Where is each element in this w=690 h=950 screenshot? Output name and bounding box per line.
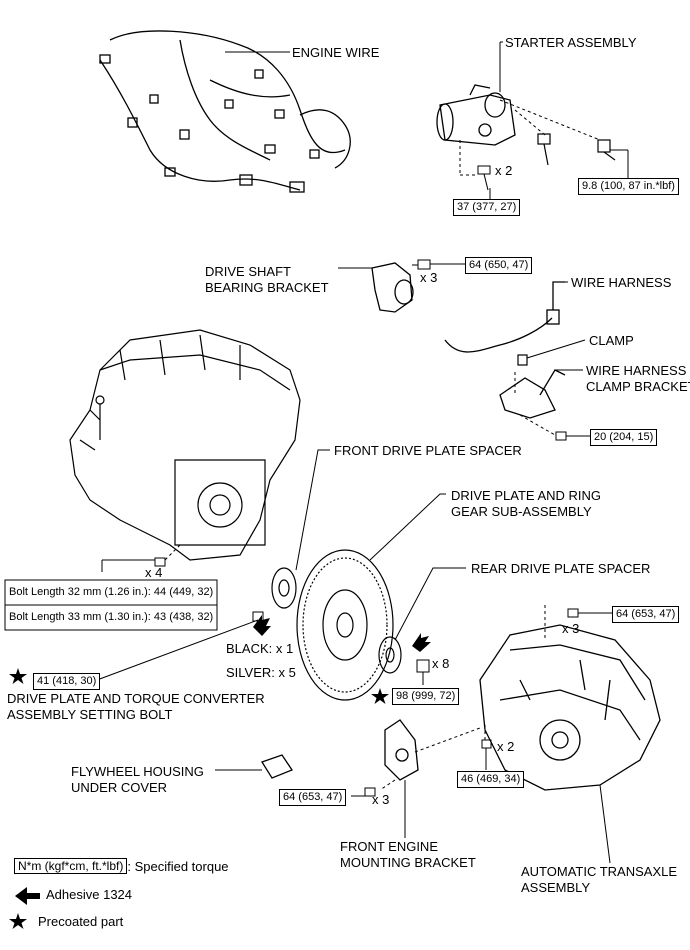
drive-plate-illustration bbox=[296, 549, 394, 701]
clamp-bracket-bolt bbox=[555, 431, 567, 441]
label-engine-wire: ENGINE WIRE bbox=[292, 45, 380, 60]
label-mount-bracket-2: MOUNTING BRACKET bbox=[340, 855, 476, 870]
starter-wire-terminal bbox=[537, 133, 616, 166]
starter-illustration bbox=[436, 84, 516, 146]
label-wh-bracket-1: WIRE HARNESS bbox=[586, 363, 687, 378]
qty-mount-bolts: x 3 bbox=[372, 792, 390, 807]
label-black-bolt: BLACK: x 1 bbox=[226, 641, 294, 656]
torque-starter-bolt: 37 (377, 27) bbox=[453, 199, 521, 216]
label-rear-spacer: REAR DRIVE PLATE SPACER bbox=[471, 561, 651, 576]
engine-wire-illustration bbox=[99, 30, 351, 193]
engine-bolt bbox=[154, 557, 166, 567]
bearing-bracket-bolt bbox=[412, 259, 431, 270]
mount-bracket-bolt bbox=[364, 787, 376, 797]
label-transaxle-1: AUTOMATIC TRANSAXLE bbox=[521, 864, 678, 879]
transaxle-upper-bolt bbox=[567, 608, 579, 618]
qty-transaxle-lower: x 2 bbox=[497, 739, 515, 754]
label-setting-bolt-1: DRIVE PLATE AND TORQUE CONVERTER bbox=[7, 691, 265, 706]
bolt-length-33: Bolt Length 33 mm (1.30 in.): 43 (438, 3… bbox=[9, 611, 214, 623]
wire-harness-clamp-bracket bbox=[499, 369, 566, 419]
legend-torque: N*m (kgf*cm, ft.*lbf) : Specified torque bbox=[14, 858, 229, 874]
torque-drive-plate: 98 (999, 72) bbox=[392, 688, 460, 705]
label-drive-plate-1: DRIVE PLATE AND RING bbox=[451, 488, 602, 503]
label-drive-shaft-2: BEARING BRACKET bbox=[205, 280, 329, 295]
legend-torque-unit: N*m (kgf*cm, ft.*lbf) bbox=[14, 858, 128, 874]
precoated-star-icon bbox=[371, 688, 389, 704]
torque-drive-shaft-bracket: 64 (650, 47) bbox=[465, 257, 533, 274]
adhesive-arrow-icon bbox=[15, 887, 40, 905]
torque-front-mount: 64 (653, 47) bbox=[279, 789, 347, 806]
torque-transaxle-upper: 64 (653, 47) bbox=[612, 606, 680, 623]
adhesive-arrow-icon bbox=[253, 615, 271, 636]
label-drive-plate-2: GEAR SUB-ASSEMBLY bbox=[451, 504, 592, 519]
qty-starter-bolt: x 2 bbox=[495, 163, 513, 178]
flywheel-cover-illustration bbox=[261, 754, 293, 779]
label-silver-bolt: SILVER: x 5 bbox=[226, 665, 296, 680]
legend-adhesive: Adhesive 1324 bbox=[46, 887, 133, 902]
label-setting-bolt-2: ASSEMBLY SETTING BOLT bbox=[7, 707, 173, 722]
qty-bracket-bolt: x 3 bbox=[420, 270, 438, 285]
precoated-star-icon bbox=[9, 913, 27, 929]
torque-clamp-bracket: 20 (204, 15) bbox=[590, 429, 658, 446]
label-transaxle-2: ASSEMBLY bbox=[521, 880, 591, 895]
wire-harness-illustration bbox=[444, 281, 565, 353]
qty-drive-plate-bolts: x 8 bbox=[432, 656, 450, 671]
starter-bolt bbox=[477, 165, 491, 191]
bolt-length-32: Bolt Length 32 mm (1.26 in.): 44 (449, 3… bbox=[9, 586, 214, 598]
label-flywheel-cover-2: UNDER COVER bbox=[71, 780, 168, 795]
transaxle-illustration bbox=[479, 624, 661, 791]
label-wire-harness: WIRE HARNESS bbox=[571, 275, 672, 290]
torque-transaxle-lower: 46 (469, 34) bbox=[457, 771, 525, 788]
rear-spacer-illustration bbox=[378, 636, 402, 674]
qty-engine-bolts: x 4 bbox=[145, 565, 163, 580]
legend-torque-desc: : Specified torque bbox=[127, 858, 229, 874]
label-drive-shaft-1: DRIVE SHAFT bbox=[205, 264, 291, 279]
bearing-bracket-illustration bbox=[371, 262, 414, 313]
mount-bracket-illustration bbox=[384, 719, 419, 781]
front-spacer-illustration bbox=[271, 567, 297, 609]
label-starter-assembly: STARTER ASSEMBLY bbox=[505, 35, 637, 50]
precoated-star-icon bbox=[9, 668, 27, 684]
transaxle-lower-bolt bbox=[481, 739, 492, 749]
label-clamp: CLAMP bbox=[589, 333, 634, 348]
drive-plate-bolt bbox=[416, 659, 430, 685]
label-wh-bracket-2: CLAMP BRACKET bbox=[586, 379, 690, 394]
torque-setting-bolt: 41 (418, 30) bbox=[33, 673, 101, 690]
legend-precoated: Precoated part bbox=[38, 914, 124, 929]
label-flywheel-cover-1: FLYWHEEL HOUSING bbox=[71, 764, 204, 779]
label-front-spacer: FRONT DRIVE PLATE SPACER bbox=[334, 443, 522, 458]
engine-block-illustration bbox=[69, 329, 301, 561]
torque-starter-nut: 9.8 (100, 87 in.*lbf) bbox=[578, 178, 679, 195]
clamp-illustration bbox=[517, 354, 528, 366]
adhesive-arrow-icon bbox=[412, 633, 431, 652]
qty-transaxle-upper: x 3 bbox=[562, 621, 580, 636]
label-mount-bracket-1: FRONT ENGINE bbox=[340, 839, 438, 854]
